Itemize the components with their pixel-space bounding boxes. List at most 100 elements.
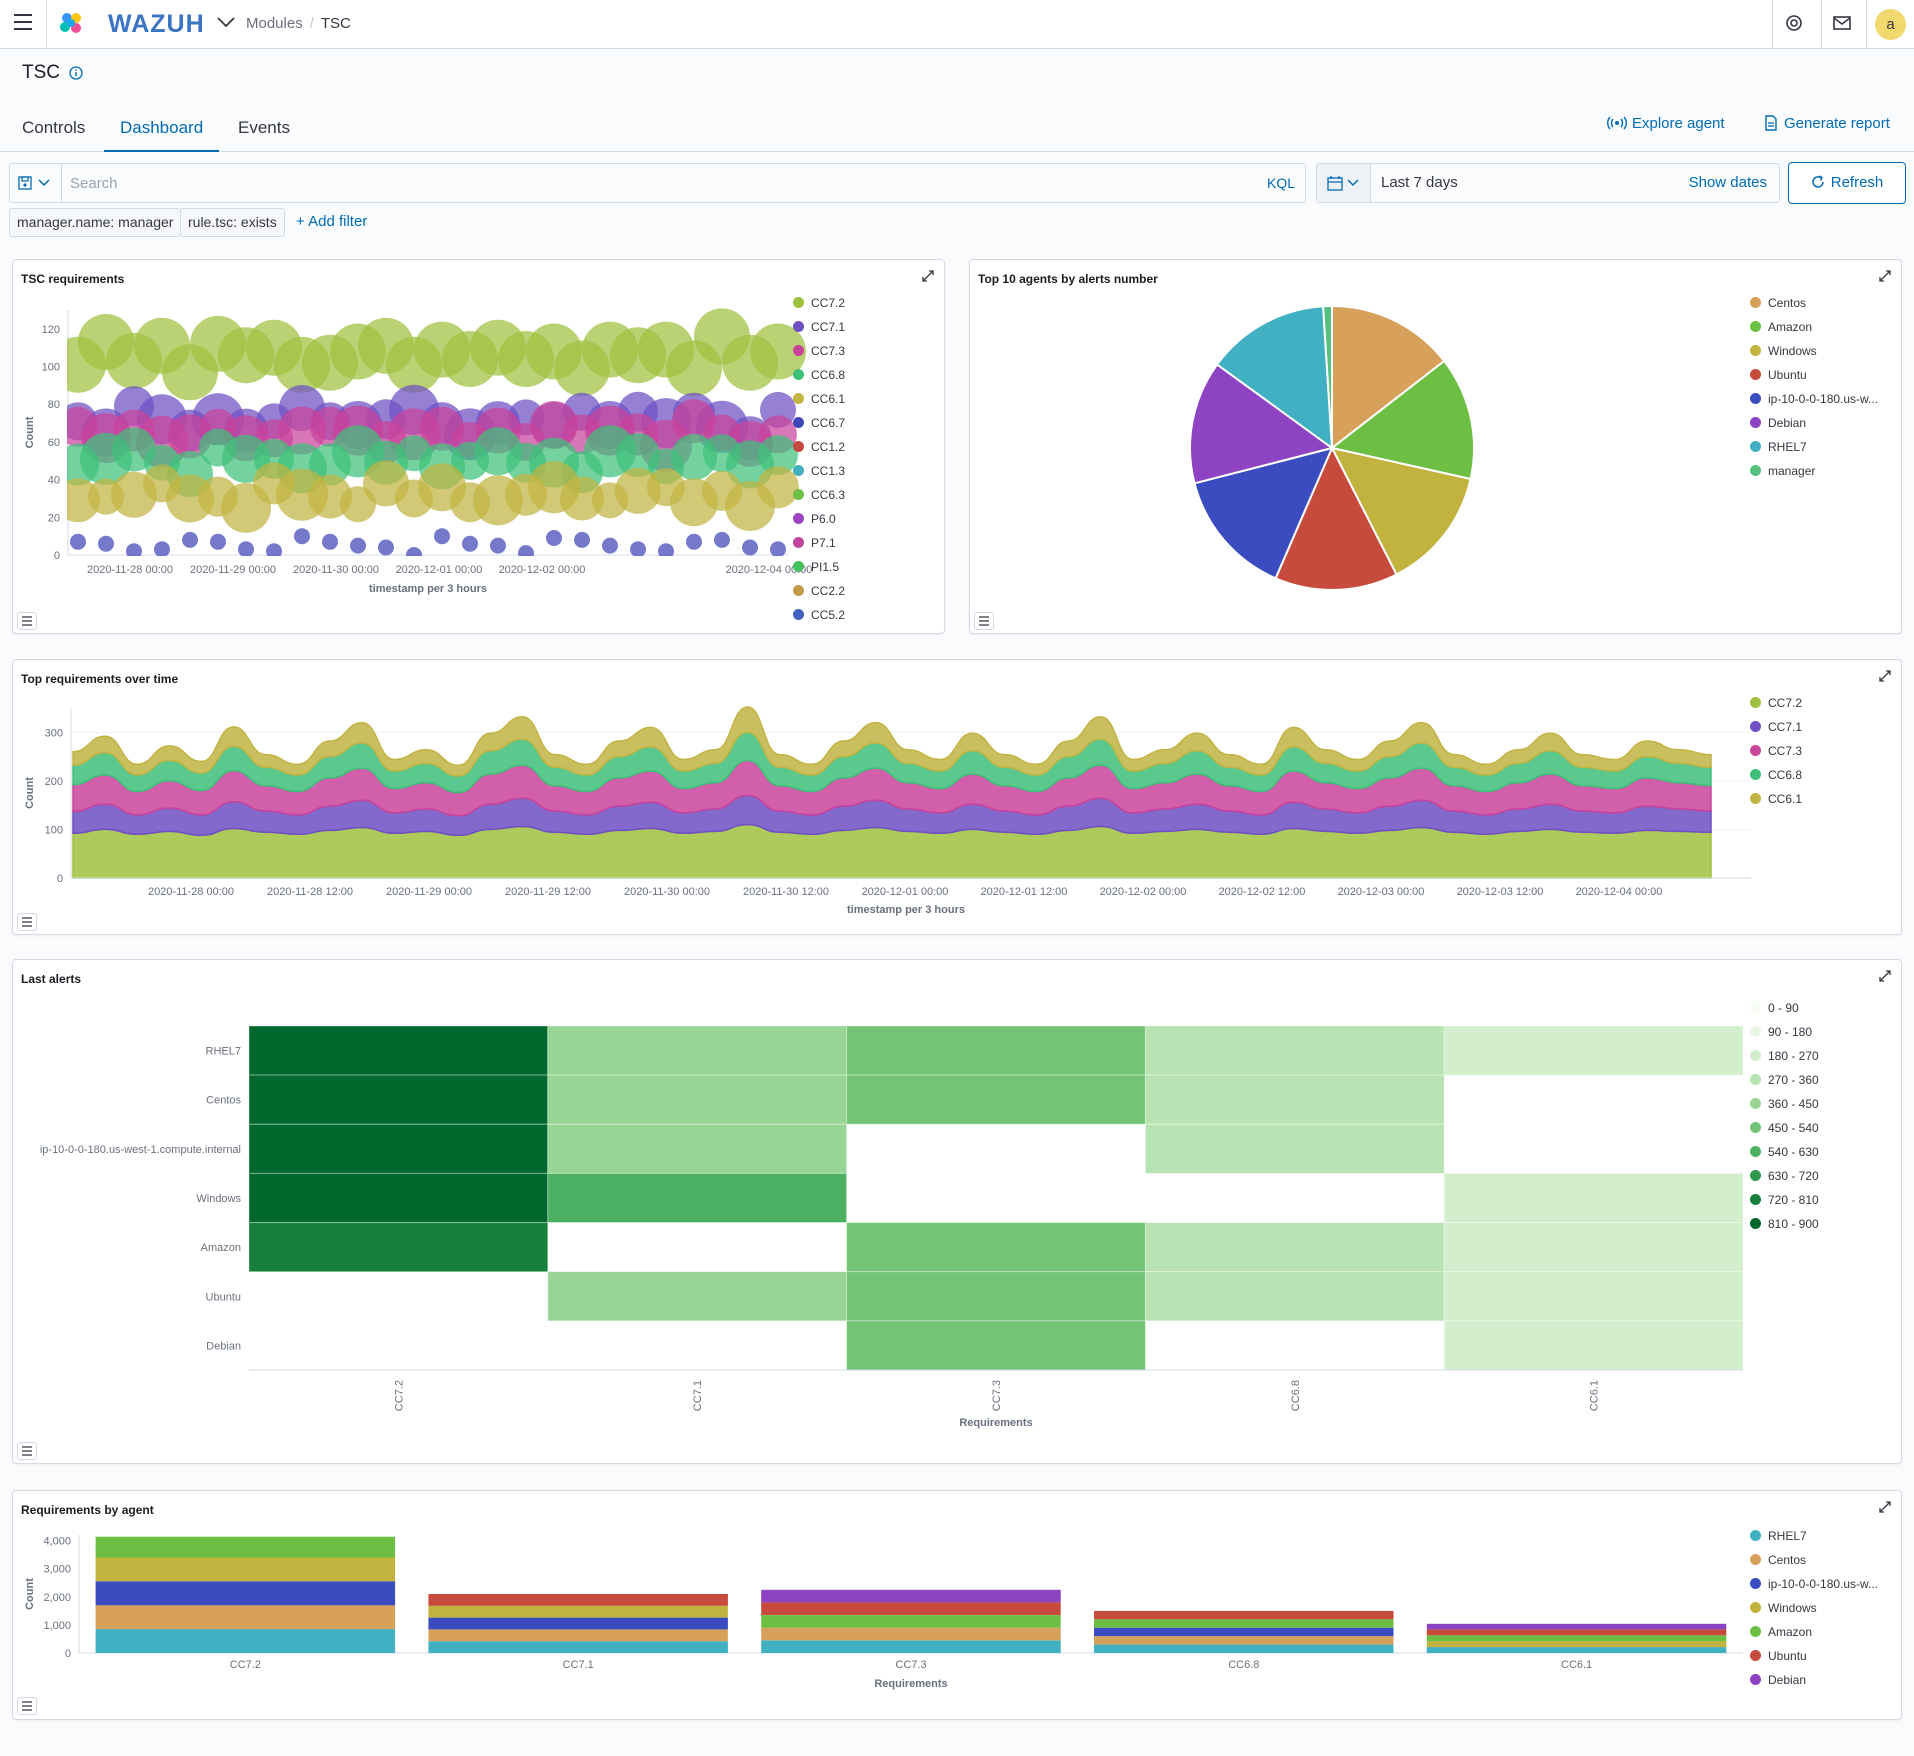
- quick-date-menu-button[interactable]: [1317, 164, 1371, 202]
- legend-item[interactable]: CC6.8: [1750, 768, 1802, 786]
- legend-item[interactable]: CC1.2: [793, 440, 845, 458]
- legend-item[interactable]: CC6.3: [793, 488, 845, 506]
- legend-item[interactable]: CC7.1: [793, 320, 845, 338]
- tab-dashboard[interactable]: Dashboard: [104, 118, 220, 152]
- legend-item[interactable]: CC7.1: [1750, 720, 1802, 738]
- legend-item[interactable]: Debian: [1750, 416, 1806, 434]
- expand-icon[interactable]: [920, 268, 936, 284]
- legend-item[interactable]: RHEL7: [1750, 440, 1807, 458]
- legend-item[interactable]: PI1.5: [793, 560, 839, 578]
- brand-name[interactable]: WAZUH: [108, 10, 205, 38]
- legend-item[interactable]: CC7.3: [1750, 744, 1802, 762]
- expand-icon[interactable]: [1877, 668, 1893, 684]
- date-range-value[interactable]: Last 7 days: [1381, 174, 1458, 191]
- saved-queries-button[interactable]: [10, 164, 62, 202]
- expand-icon[interactable]: [1877, 1499, 1893, 1515]
- bar-segment: [761, 1640, 1061, 1653]
- bar-segment: [95, 1605, 396, 1630]
- legend-item[interactable]: 810 - 900: [1750, 1217, 1819, 1235]
- legend-item[interactable]: Centos: [1750, 296, 1806, 314]
- legend-item[interactable]: Ubuntu: [1750, 368, 1807, 386]
- legend-item[interactable]: 540 - 630: [1750, 1145, 1819, 1163]
- data-point: [757, 466, 799, 509]
- mail-icon[interactable]: [1831, 12, 1853, 34]
- search-input[interactable]: Search: [70, 175, 118, 192]
- x-tick-label: 2020-12-02 12:00: [1219, 886, 1306, 898]
- heatmap-cell: [846, 1222, 1146, 1273]
- legend-item[interactable]: CC7.3: [793, 344, 845, 362]
- y-tick-label: 60: [48, 437, 60, 449]
- expand-icon[interactable]: [1877, 268, 1893, 284]
- generate-report-button[interactable]: Generate report: [1764, 115, 1890, 132]
- expand-icon[interactable]: [1877, 968, 1893, 984]
- refresh-button[interactable]: Refresh: [1788, 162, 1906, 204]
- legend-toggle-icon[interactable]: [17, 1442, 37, 1460]
- legend-toggle-icon[interactable]: [17, 913, 37, 931]
- legend-item[interactable]: 360 - 450: [1750, 1097, 1819, 1115]
- bar-segment: [1094, 1619, 1394, 1628]
- legend-item[interactable]: 720 - 810: [1750, 1193, 1819, 1211]
- kql-toggle[interactable]: KQL: [1266, 175, 1295, 191]
- x-axis-title: timestamp per 3 hours: [369, 583, 487, 595]
- legend-item[interactable]: 180 - 270: [1750, 1049, 1819, 1067]
- legend-item[interactable]: CC6.1: [1750, 792, 1802, 810]
- legend-item[interactable]: CC1.3: [793, 464, 845, 482]
- legend-label: CC1.2: [811, 440, 846, 454]
- legend-toggle-icon[interactable]: [17, 612, 37, 630]
- legend-item[interactable]: CC7.2: [1750, 696, 1802, 714]
- legend-item[interactable]: Ubuntu: [1750, 1649, 1807, 1667]
- legend-item[interactable]: CC7.2: [793, 296, 845, 314]
- legend-item[interactable]: RHEL7: [1750, 1529, 1807, 1547]
- avatar[interactable]: a: [1875, 9, 1906, 40]
- legend-item[interactable]: 90 - 180: [1750, 1025, 1812, 1043]
- legend-item[interactable]: 450 - 540: [1750, 1121, 1819, 1139]
- bar-segment: [1094, 1636, 1394, 1645]
- x-tick-label: 2020-12-03 00:00: [1338, 886, 1425, 898]
- legend-item[interactable]: Centos: [1750, 1553, 1806, 1571]
- show-dates-button[interactable]: Show dates: [1688, 174, 1767, 191]
- help-icon[interactable]: [1783, 12, 1805, 34]
- explore-agent-button[interactable]: Explore agent: [1607, 115, 1725, 132]
- legend-item[interactable]: ip-10-0-0-180.us-w...: [1750, 392, 1878, 410]
- legend-label: CC6.8: [1768, 768, 1803, 782]
- filter-pill-manager[interactable]: manager.name: manager: [9, 208, 182, 237]
- legend-item[interactable]: Amazon: [1750, 320, 1812, 338]
- add-filter-button[interactable]: + Add filter: [296, 213, 368, 230]
- legend-item[interactable]: CC6.8: [793, 368, 845, 386]
- legend-item[interactable]: P6.0: [793, 512, 836, 530]
- legend-item[interactable]: Windows: [1750, 1601, 1817, 1619]
- x-tick-label: 2020-12-03 12:00: [1457, 886, 1544, 898]
- legend-item[interactable]: Amazon: [1750, 1625, 1812, 1643]
- tab-controls[interactable]: Controls: [22, 118, 86, 137]
- legend-item[interactable]: Windows: [1750, 344, 1817, 362]
- menu-icon[interactable]: [14, 14, 32, 30]
- legend-item[interactable]: CC6.7: [793, 416, 845, 434]
- data-point: [742, 539, 758, 556]
- legend-swatch: [793, 297, 804, 308]
- tab-events[interactable]: Events: [238, 118, 290, 137]
- legend-toggle-icon[interactable]: [974, 612, 994, 630]
- x-tick-label: 2020-12-01 12:00: [981, 886, 1068, 898]
- data-point: [574, 531, 590, 548]
- legend-item[interactable]: P7.1: [793, 536, 836, 554]
- breadcrumb-modules[interactable]: Modules: [246, 15, 303, 32]
- legend-item[interactable]: CC6.1: [793, 392, 845, 410]
- legend-item[interactable]: 630 - 720: [1750, 1169, 1819, 1187]
- info-icon[interactable]: [69, 66, 83, 80]
- chevron-down-icon[interactable]: [216, 15, 236, 29]
- legend-item[interactable]: ip-10-0-0-180.us-w...: [1750, 1577, 1878, 1595]
- wazuh-logo-icon[interactable]: [58, 11, 84, 37]
- legend-item[interactable]: manager: [1750, 464, 1815, 482]
- filter-pill-rule-tsc[interactable]: rule.tsc: exists: [180, 208, 285, 237]
- legend-item[interactable]: 0 - 90: [1750, 1001, 1799, 1019]
- data-point: [770, 541, 786, 558]
- heatmap-cell: [1144, 1222, 1445, 1273]
- legend-item[interactable]: 270 - 360: [1750, 1073, 1819, 1091]
- legend-item[interactable]: Debian: [1750, 1673, 1806, 1691]
- legend-item[interactable]: CC5.2: [793, 608, 845, 626]
- legend-toggle-icon[interactable]: [17, 1697, 37, 1715]
- legend-label: 450 - 540: [1768, 1121, 1819, 1135]
- legend-item[interactable]: CC2.2: [793, 584, 845, 602]
- legend-swatch: [1750, 1674, 1761, 1685]
- x-tick-label: CC6.1: [1589, 1380, 1601, 1411]
